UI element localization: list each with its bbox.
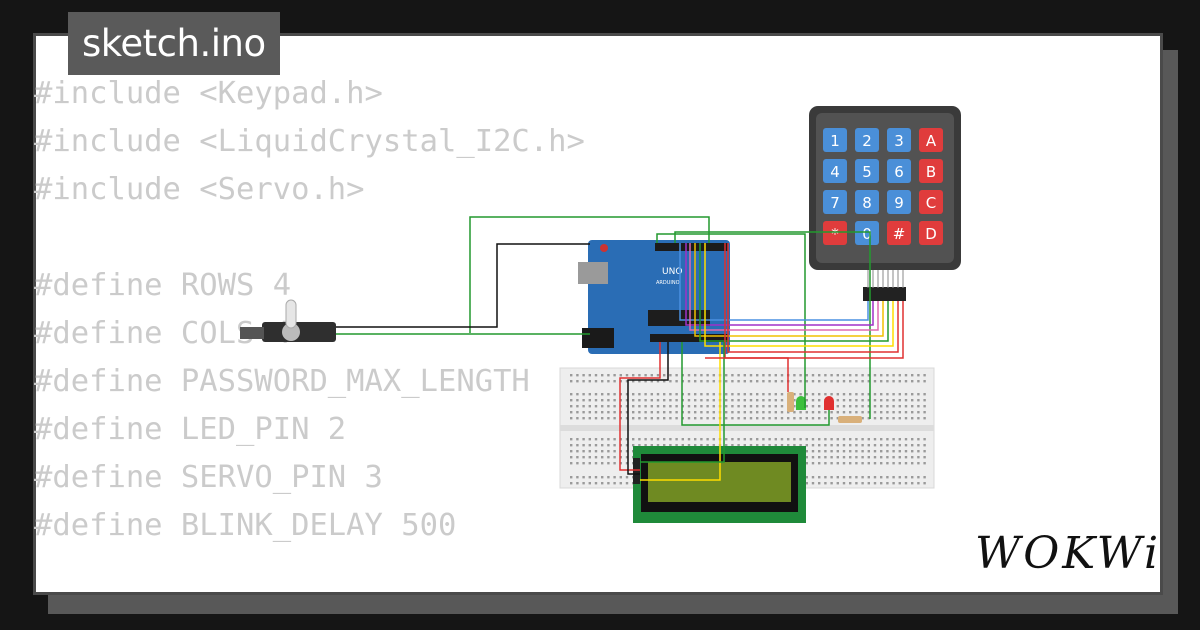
wokwi-logo[interactable]: WOKWi xyxy=(975,528,1161,579)
code-line: #define LED_PIN 2 xyxy=(34,412,347,447)
keypad-key[interactable]: D xyxy=(919,221,943,245)
keypad-key-label: 8 xyxy=(862,194,872,212)
servo-motor xyxy=(240,299,336,342)
keypad-key-label: 3 xyxy=(894,132,904,150)
arduino-uno-board: UNO ARDUINO xyxy=(578,240,730,354)
keypad-key-label: 7 xyxy=(830,194,840,212)
keypad-key-label: 5 xyxy=(862,163,872,181)
code-line: #include <LiquidCrystal_I2C.h> xyxy=(34,124,585,159)
resistor xyxy=(787,392,862,423)
keypad-key-label: 6 xyxy=(894,163,904,181)
keypad-key-label: 4 xyxy=(830,163,840,181)
code-line: #define PASSWORD_MAX_LENGTH xyxy=(34,364,530,399)
keypad-key[interactable]: * xyxy=(823,221,847,245)
code-editor: #include <Keypad.h> #include <LiquidCryst… xyxy=(34,70,585,550)
led-red xyxy=(824,396,834,410)
wokwi-logo-text: WOKWi xyxy=(975,528,1162,579)
keypad-key[interactable]: 8 xyxy=(855,190,879,214)
keypad-key[interactable]: 9 xyxy=(887,190,911,214)
file-tab[interactable]: sketch.ino xyxy=(68,12,280,75)
keypad-key-label: C xyxy=(926,194,936,212)
keypad-key-label: * xyxy=(831,225,839,243)
arduino-model-label: UNO xyxy=(662,267,682,277)
keypad-key-label: D xyxy=(925,225,937,243)
keypad-key[interactable]: A xyxy=(919,128,943,152)
wires xyxy=(336,216,904,481)
lcd-display xyxy=(633,446,806,523)
keypad-key[interactable]: 4 xyxy=(823,159,847,183)
code-line: #define COLS 4 xyxy=(34,316,292,351)
keypad-key-label: 2 xyxy=(862,132,872,150)
keypad-key-label: 9 xyxy=(894,194,904,212)
keypad-key[interactable]: 1 xyxy=(823,128,847,152)
keypad-key[interactable]: # xyxy=(887,221,911,245)
keypad-key-label: 0 xyxy=(862,225,872,243)
keypad-key-label: # xyxy=(893,225,906,243)
keypad-key[interactable]: 0 xyxy=(855,221,879,245)
keypad-key-label: A xyxy=(926,132,937,150)
keypad-key-label: B xyxy=(926,163,936,181)
keypad-key[interactable]: 5 xyxy=(855,159,879,183)
keypad-key[interactable]: 3 xyxy=(887,128,911,152)
code-line: #define SERVO_PIN 3 xyxy=(34,460,383,495)
keypad-key[interactable]: 7 xyxy=(823,190,847,214)
code-line: #define ROWS 4 xyxy=(34,268,292,303)
arduino-brand-label: ARDUINO xyxy=(656,280,680,286)
led-green xyxy=(796,396,806,410)
keypad-key[interactable]: 2 xyxy=(855,128,879,152)
code-line: #include <Keypad.h> xyxy=(34,76,383,111)
keypad: 1 2 3 A 4 5 6 B 7 8 9 C * 0 # D xyxy=(809,106,961,301)
keypad-key[interactable]: 6 xyxy=(887,159,911,183)
code-line: #include <Servo.h> xyxy=(34,172,365,207)
code-line: #define BLINK_DELAY 500 xyxy=(34,508,457,543)
keypad-key[interactable]: B xyxy=(919,159,943,183)
keypad-key-label: 1 xyxy=(830,132,840,150)
keypad-key[interactable]: C xyxy=(919,190,943,214)
